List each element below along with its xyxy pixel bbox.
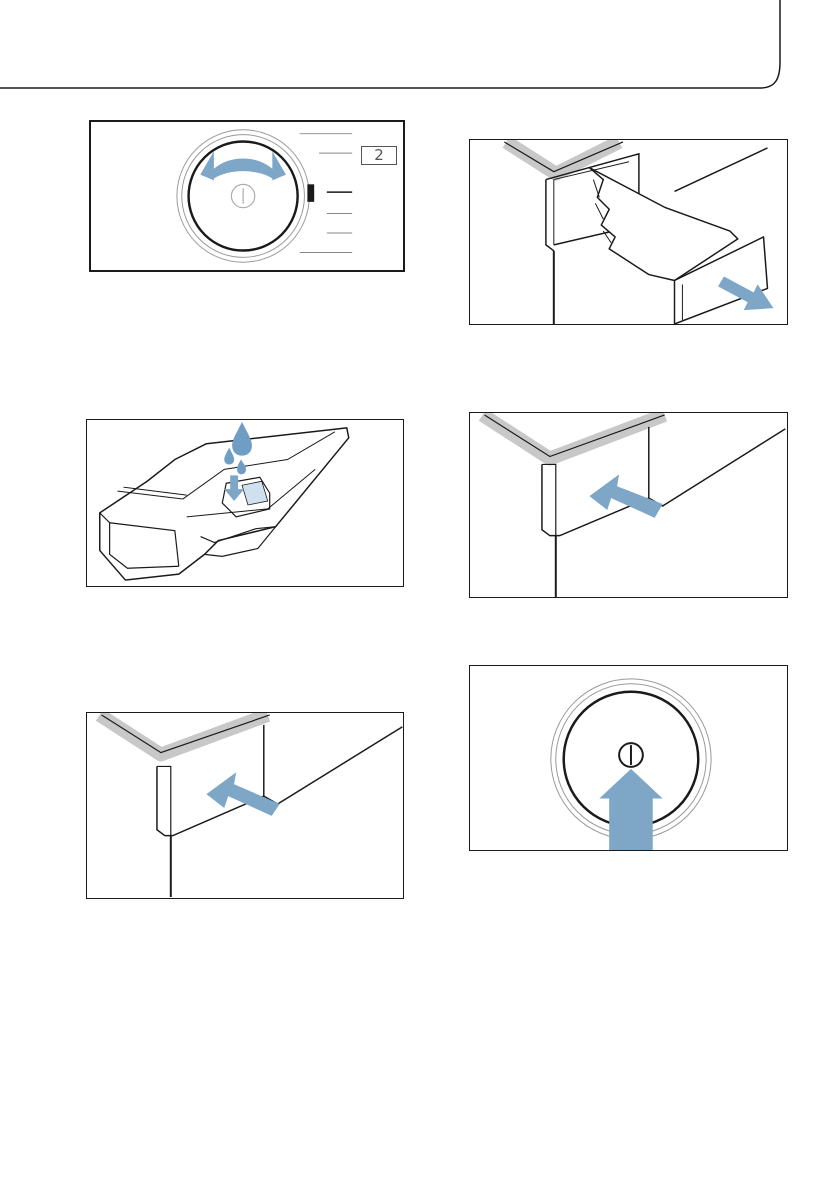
down-arrow-icon xyxy=(224,475,244,501)
rotate-arrow-icon xyxy=(200,151,286,180)
indicator-display: 2 xyxy=(361,146,397,165)
drawer-open-illustration xyxy=(470,140,787,324)
illustration-close-drawer xyxy=(86,712,404,899)
detergent-drawer-illustration xyxy=(87,420,403,586)
power-symbol-icon xyxy=(619,743,643,767)
illustration-pull-drawer xyxy=(469,139,788,325)
illustration-close-drawer-2 xyxy=(469,412,788,598)
press-arrow-icon xyxy=(599,769,662,850)
power-symbol-icon xyxy=(231,184,254,207)
start-button-illustration xyxy=(470,666,787,850)
program-dial-illustration xyxy=(91,122,403,270)
drawer-front-illustration-2 xyxy=(470,413,787,597)
push-arrow-icon xyxy=(206,772,279,816)
illustration-fill-drawer xyxy=(86,419,404,587)
water-drop-icon xyxy=(224,422,252,474)
top-margin-rule xyxy=(0,0,839,90)
dial-notch xyxy=(307,184,314,202)
illustration-press-start xyxy=(469,665,788,851)
push-arrow-icon xyxy=(589,474,662,518)
illustration-dial-turn: 2 xyxy=(89,120,405,272)
drawer-front-illustration xyxy=(87,713,403,898)
